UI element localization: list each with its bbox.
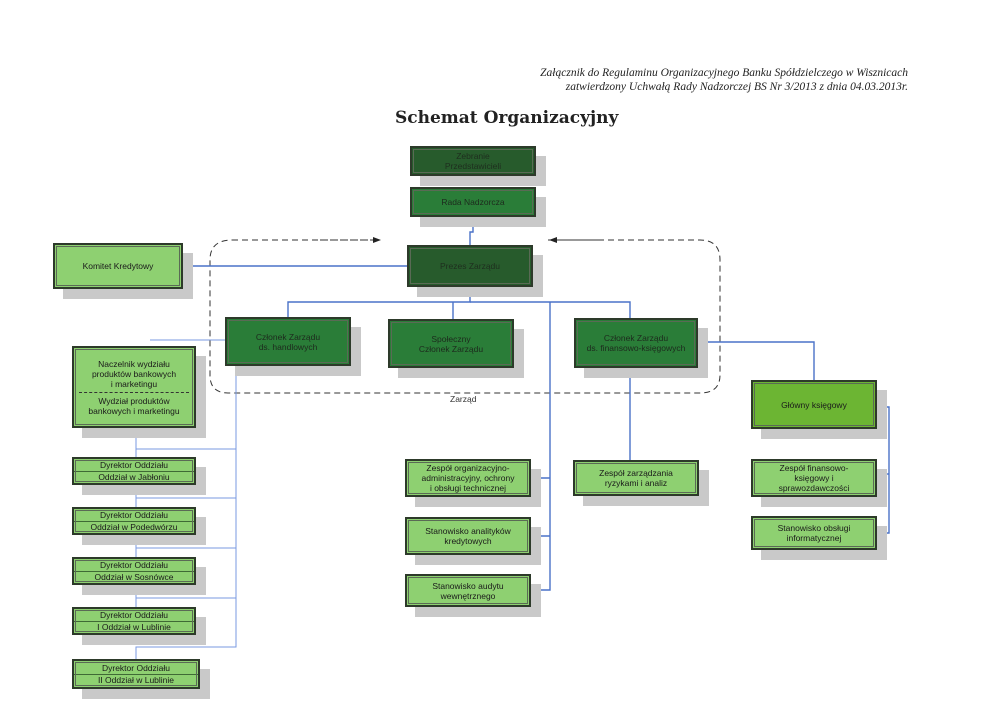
node-zebranie-przedstawicieli[interactable]: Zebranie Przedstawicieli: [410, 146, 536, 176]
node-label: Przedstawicieli: [444, 161, 502, 171]
node-label: Zespół organizacyjno-: [426, 463, 510, 473]
branch-title: Dyrektor Oddziału: [74, 460, 194, 472]
branch-name: Oddział w Sosnówce: [94, 572, 174, 582]
node-label: i marketingu: [110, 378, 158, 389]
node-label: sprawozdawczości: [778, 483, 850, 493]
page-title: Schemat Organizacyjny: [395, 108, 619, 128]
node-label: Komitet Kredytowy: [82, 261, 154, 271]
node-label: Zespół zarządzania: [599, 468, 673, 478]
node-komitet-kredytowy[interactable]: Komitet Kredytowy: [53, 243, 183, 289]
node-label: wewnętrznego: [440, 590, 496, 601]
node-stanowisko-informatyczne[interactable]: Stanowisko obsługi informatycznej: [751, 516, 877, 550]
node-label: Stanowisko analityków: [425, 526, 511, 536]
node-stanowisko-analitykow[interactable]: Stanowisko analityków kredytowych: [405, 517, 531, 555]
node-branch[interactable]: Dyrektor Oddziału Oddział w Podedwórzu: [72, 507, 196, 535]
node-label: Członek Zarządu: [603, 333, 669, 343]
node-label: Główny księgowy: [781, 399, 847, 410]
branch-name: Oddział w Podedwórzu: [90, 522, 178, 532]
node-branch[interactable]: Dyrektor Oddziału Oddział w Jabłoniu: [72, 457, 196, 485]
document-header: Załącznik do Regulaminu Organizacyjnego …: [540, 66, 908, 94]
node-branch[interactable]: Dyrektor Oddziału Oddział w Sosnówce: [72, 557, 196, 585]
node-label: informatycznej: [786, 533, 842, 543]
branch-title: Dyrektor Oddziału: [74, 663, 198, 675]
node-glowny-ksiegowy[interactable]: Główny księgowy: [751, 380, 877, 429]
node-label: Prezes Zarządu: [440, 261, 500, 271]
node-label: Stanowisko obsługi: [777, 523, 851, 533]
node-naczelnik-wydzialu[interactable]: Naczelnik wydziału produktów bankowych i…: [72, 346, 196, 428]
node-label: Rada Nadzorcza: [441, 197, 505, 207]
node-prezes-zarzadu[interactable]: Prezes Zarządu: [407, 245, 533, 287]
node-label: Wydział produktów: [98, 395, 170, 406]
node-label: kredytowych: [444, 536, 492, 546]
node-label: Członek Zarządu: [418, 343, 484, 354]
node-label: ryzykami i analiz: [604, 478, 668, 488]
node-label: Członek Zarządu: [255, 331, 321, 342]
zarzad-group-label: Zarząd: [450, 394, 477, 404]
node-zespol-organizacyjny[interactable]: Zespół organizacyjno- administracyjny, o…: [405, 459, 531, 497]
node-czlonek-finansowy[interactable]: Członek Zarządu ds. finansowo-księgowych: [574, 318, 698, 368]
header-line-1: Załącznik do Regulaminu Organizacyjnego …: [540, 67, 908, 79]
node-label: Stanowisko audytu: [432, 580, 504, 591]
node-label: księgowy i: [794, 473, 834, 483]
node-rada-nadzorcza[interactable]: Rada Nadzorcza: [410, 187, 536, 217]
branch-name: I Oddział w Lublinie: [97, 622, 171, 632]
node-zespol-finansowy[interactable]: Zespół finansowo- księgowy i sprawozdawc…: [751, 459, 877, 497]
separator: [78, 391, 190, 393]
node-label: ds. handlowych: [258, 341, 318, 352]
node-label: ds. finansowo-księgowych: [586, 343, 686, 353]
branch-title: Dyrektor Oddziału: [74, 560, 194, 572]
node-label: Zebranie: [456, 151, 490, 161]
node-branch[interactable]: Dyrektor Oddziału II Oddział w Lublinie: [72, 659, 200, 689]
branch-name: Oddział w Jabłoniu: [98, 472, 170, 482]
node-spoleczny-czlonek[interactable]: Społeczny Członek Zarządu: [388, 319, 514, 368]
node-zespol-ryzyk[interactable]: Zespół zarządzania ryzykami i analiz: [573, 460, 699, 496]
node-label: bankowych i marketingu: [88, 405, 180, 416]
node-label: administracyjny, ochrony: [421, 473, 515, 483]
node-label: i obsługi technicznej: [429, 483, 507, 493]
node-label: Społeczny: [431, 333, 471, 344]
branch-title: Dyrektor Oddziału: [74, 510, 194, 522]
node-label: produktów bankowych: [91, 368, 177, 379]
branch-name: II Oddział w Lublinie: [97, 675, 175, 685]
node-label: Zespół finansowo-: [779, 463, 849, 473]
branch-title: Dyrektor Oddziału: [74, 610, 194, 622]
node-czlonek-handlowy[interactable]: Członek Zarządu ds. handlowych: [225, 317, 351, 366]
node-label: Naczelnik wydziału: [98, 358, 170, 369]
node-stanowisko-audytu[interactable]: Stanowisko audytu wewnętrznego: [405, 574, 531, 607]
node-branch[interactable]: Dyrektor Oddziału I Oddział w Lublinie: [72, 607, 196, 635]
header-line-2: zatwierdzony Uchwałą Rady Nadzorczej BS …: [565, 81, 908, 93]
